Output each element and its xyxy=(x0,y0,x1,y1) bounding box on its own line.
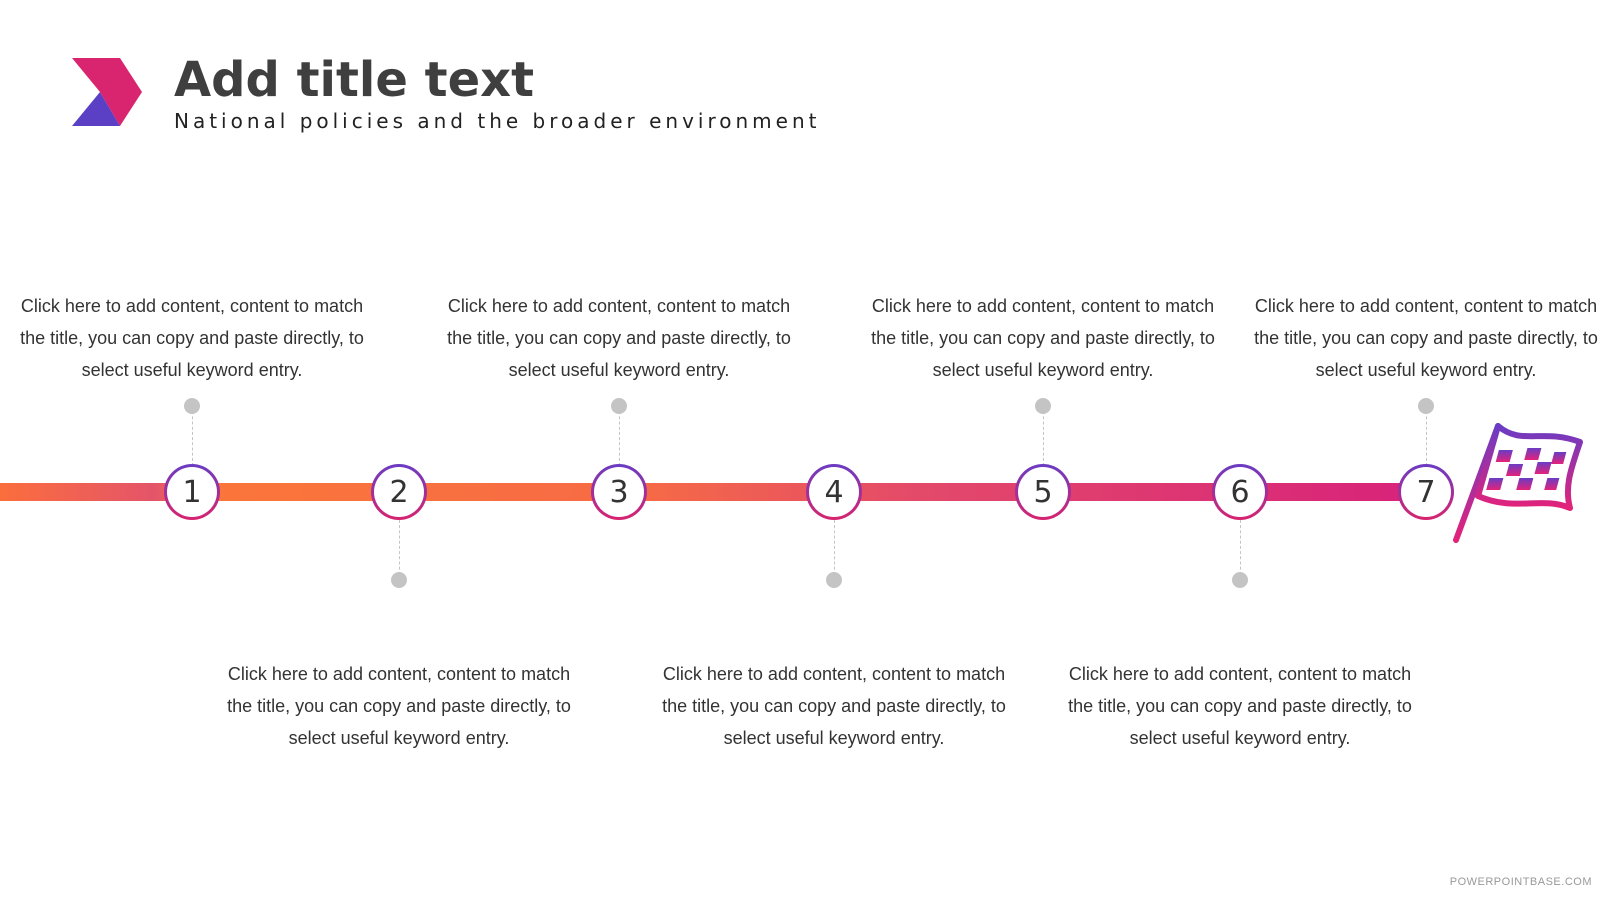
step-number-circle: 2 xyxy=(371,464,427,520)
step-text[interactable]: Click here to add content, content to ma… xyxy=(447,296,791,380)
chevron-logo-icon xyxy=(72,58,142,126)
connector-dot xyxy=(391,572,407,588)
connector-dot xyxy=(1035,398,1051,414)
watermark: POWERPOINTBASE.COM xyxy=(1449,876,1592,888)
step-number-circle: 7 xyxy=(1398,464,1454,520)
step-number-circle: 5 xyxy=(1015,464,1071,520)
connector-dot xyxy=(826,572,842,588)
connector-line xyxy=(834,520,835,580)
step-text[interactable]: Click here to add content, content to ma… xyxy=(1068,664,1412,748)
step-number-circle: 4 xyxy=(806,464,862,520)
connector-dot xyxy=(184,398,200,414)
step-text[interactable]: Click here to add content, content to ma… xyxy=(1254,296,1598,380)
connector-line xyxy=(1043,406,1044,466)
page-subtitle: National policies and the broader enviro… xyxy=(174,109,821,133)
step-text[interactable]: Click here to add content, content to ma… xyxy=(662,664,1006,748)
connector-line xyxy=(1240,520,1241,580)
checkered-flag-icon xyxy=(1453,423,1583,543)
step-number-circle: 6 xyxy=(1212,464,1268,520)
connector-dot xyxy=(1232,572,1248,588)
page-title: Add title text xyxy=(174,52,535,108)
connector-dot xyxy=(1418,398,1434,414)
connector-line xyxy=(192,406,193,466)
connector-line xyxy=(399,520,400,580)
step-number-circle: 1 xyxy=(164,464,220,520)
connector-line xyxy=(619,406,620,466)
step-text[interactable]: Click here to add content, content to ma… xyxy=(871,296,1215,380)
connector-dot xyxy=(611,398,627,414)
step-text[interactable]: Click here to add content, content to ma… xyxy=(227,664,571,748)
connector-line xyxy=(1426,406,1427,466)
step-number-circle: 3 xyxy=(591,464,647,520)
step-text[interactable]: Click here to add content, content to ma… xyxy=(20,296,364,380)
